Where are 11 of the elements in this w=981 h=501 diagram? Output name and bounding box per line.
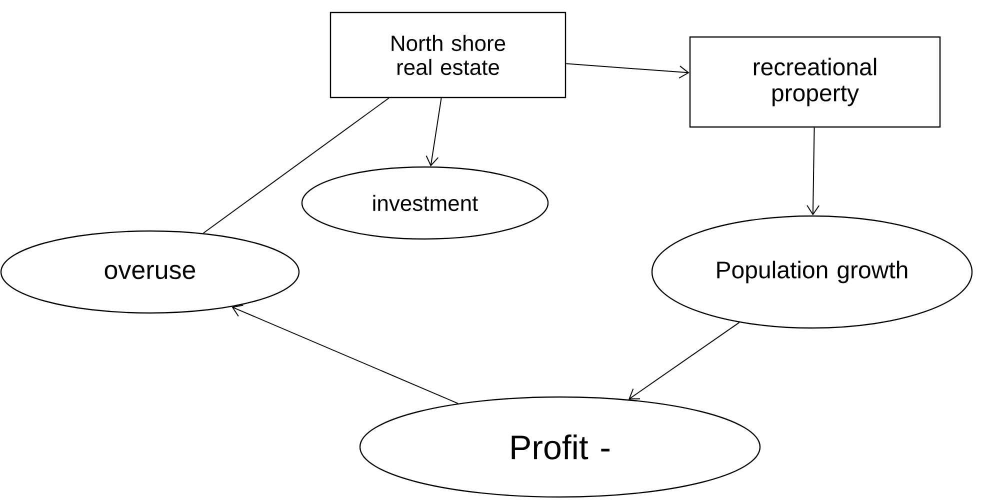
arrow [232,304,458,404]
arrow [426,98,442,166]
ellipse-node: overuse [0,230,300,314]
ellipse-node: Population growth [651,215,973,329]
ellipse-node: Profit - [359,396,761,498]
arrow [628,322,740,400]
arrow [806,127,820,216]
process-box: North shore real estate [330,12,566,98]
arrow [566,63,690,79]
process-box: recreational property [689,36,941,128]
ellipse-node: investment [301,166,549,240]
